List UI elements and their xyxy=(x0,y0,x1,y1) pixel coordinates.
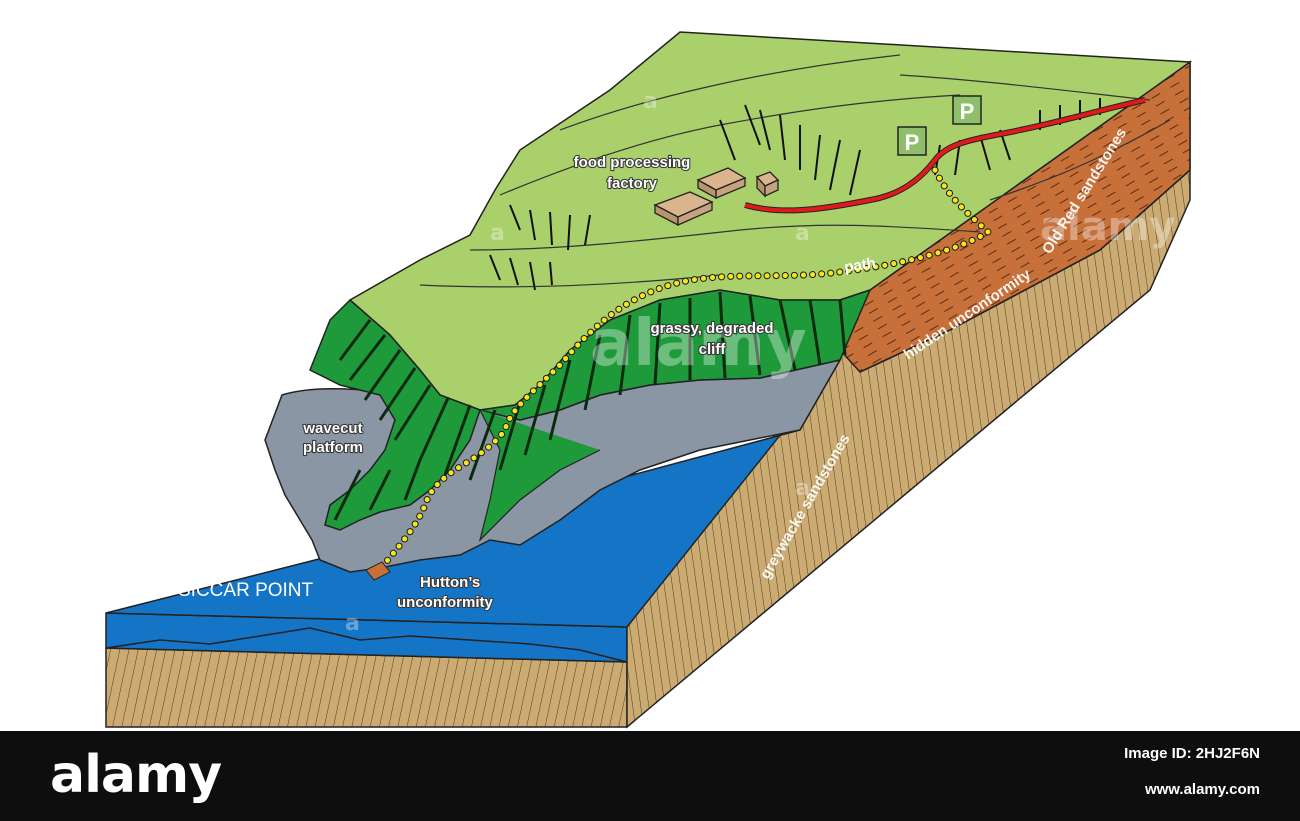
svg-text:P: P xyxy=(960,99,975,124)
huttons-outcrop xyxy=(365,561,391,581)
svg-text:a: a xyxy=(490,221,505,246)
label-siccar-point: SICCAR POINT xyxy=(178,580,314,601)
label-food-factory-2: factory xyxy=(607,175,658,192)
label-grassy-cliff-2: cliff xyxy=(699,341,727,358)
label-wavecut-1: wavecut xyxy=(302,420,362,437)
watermark-footer: alamy Image ID: 2HJ2F6N www.alamy.com xyxy=(0,731,1300,821)
hidden-unconformity-line xyxy=(859,169,1191,373)
svg-text:a: a xyxy=(795,476,810,501)
svg-text:P: P xyxy=(905,130,920,155)
footer-url: www.alamy.com xyxy=(1144,781,1260,798)
factory-buildings xyxy=(653,167,780,227)
parking-sign-1: P xyxy=(897,126,927,156)
footer-image-id: Image ID: 2HJ2F6N xyxy=(1124,745,1260,762)
label-grassy-cliff-1: grassy, degraded xyxy=(650,320,773,337)
cliff-hachures xyxy=(333,291,847,521)
road-fill xyxy=(744,98,1146,213)
footpath-dots xyxy=(377,167,993,573)
label-huttons-2: unconformity xyxy=(397,594,493,611)
parking-sign-2: P xyxy=(952,95,982,125)
cliff-lower-edge xyxy=(478,409,601,542)
seabed-line xyxy=(105,627,628,663)
label-food-factory-1: food processing xyxy=(574,154,691,171)
label-huttons-1: Hutton’s xyxy=(420,574,480,591)
svg-text:a: a xyxy=(795,221,810,246)
geology-block-diagram: P P alamy alamy a a a a a food processin… xyxy=(105,31,1193,729)
svg-text:a: a xyxy=(643,89,658,114)
label-path: path xyxy=(843,255,877,276)
svg-text:alamy: alamy xyxy=(1040,204,1175,250)
svg-text:a: a xyxy=(345,611,360,636)
field-boundaries xyxy=(419,54,1171,288)
svg-text:alamy: alamy xyxy=(590,307,807,381)
footer-brand-logo: alamy xyxy=(50,745,222,805)
label-wavecut-2: platform xyxy=(303,439,363,456)
diagram-svg: P P alamy alamy a a a a a food processin… xyxy=(105,31,1193,729)
watermark: alamy alamy a a a a a xyxy=(345,89,1175,636)
